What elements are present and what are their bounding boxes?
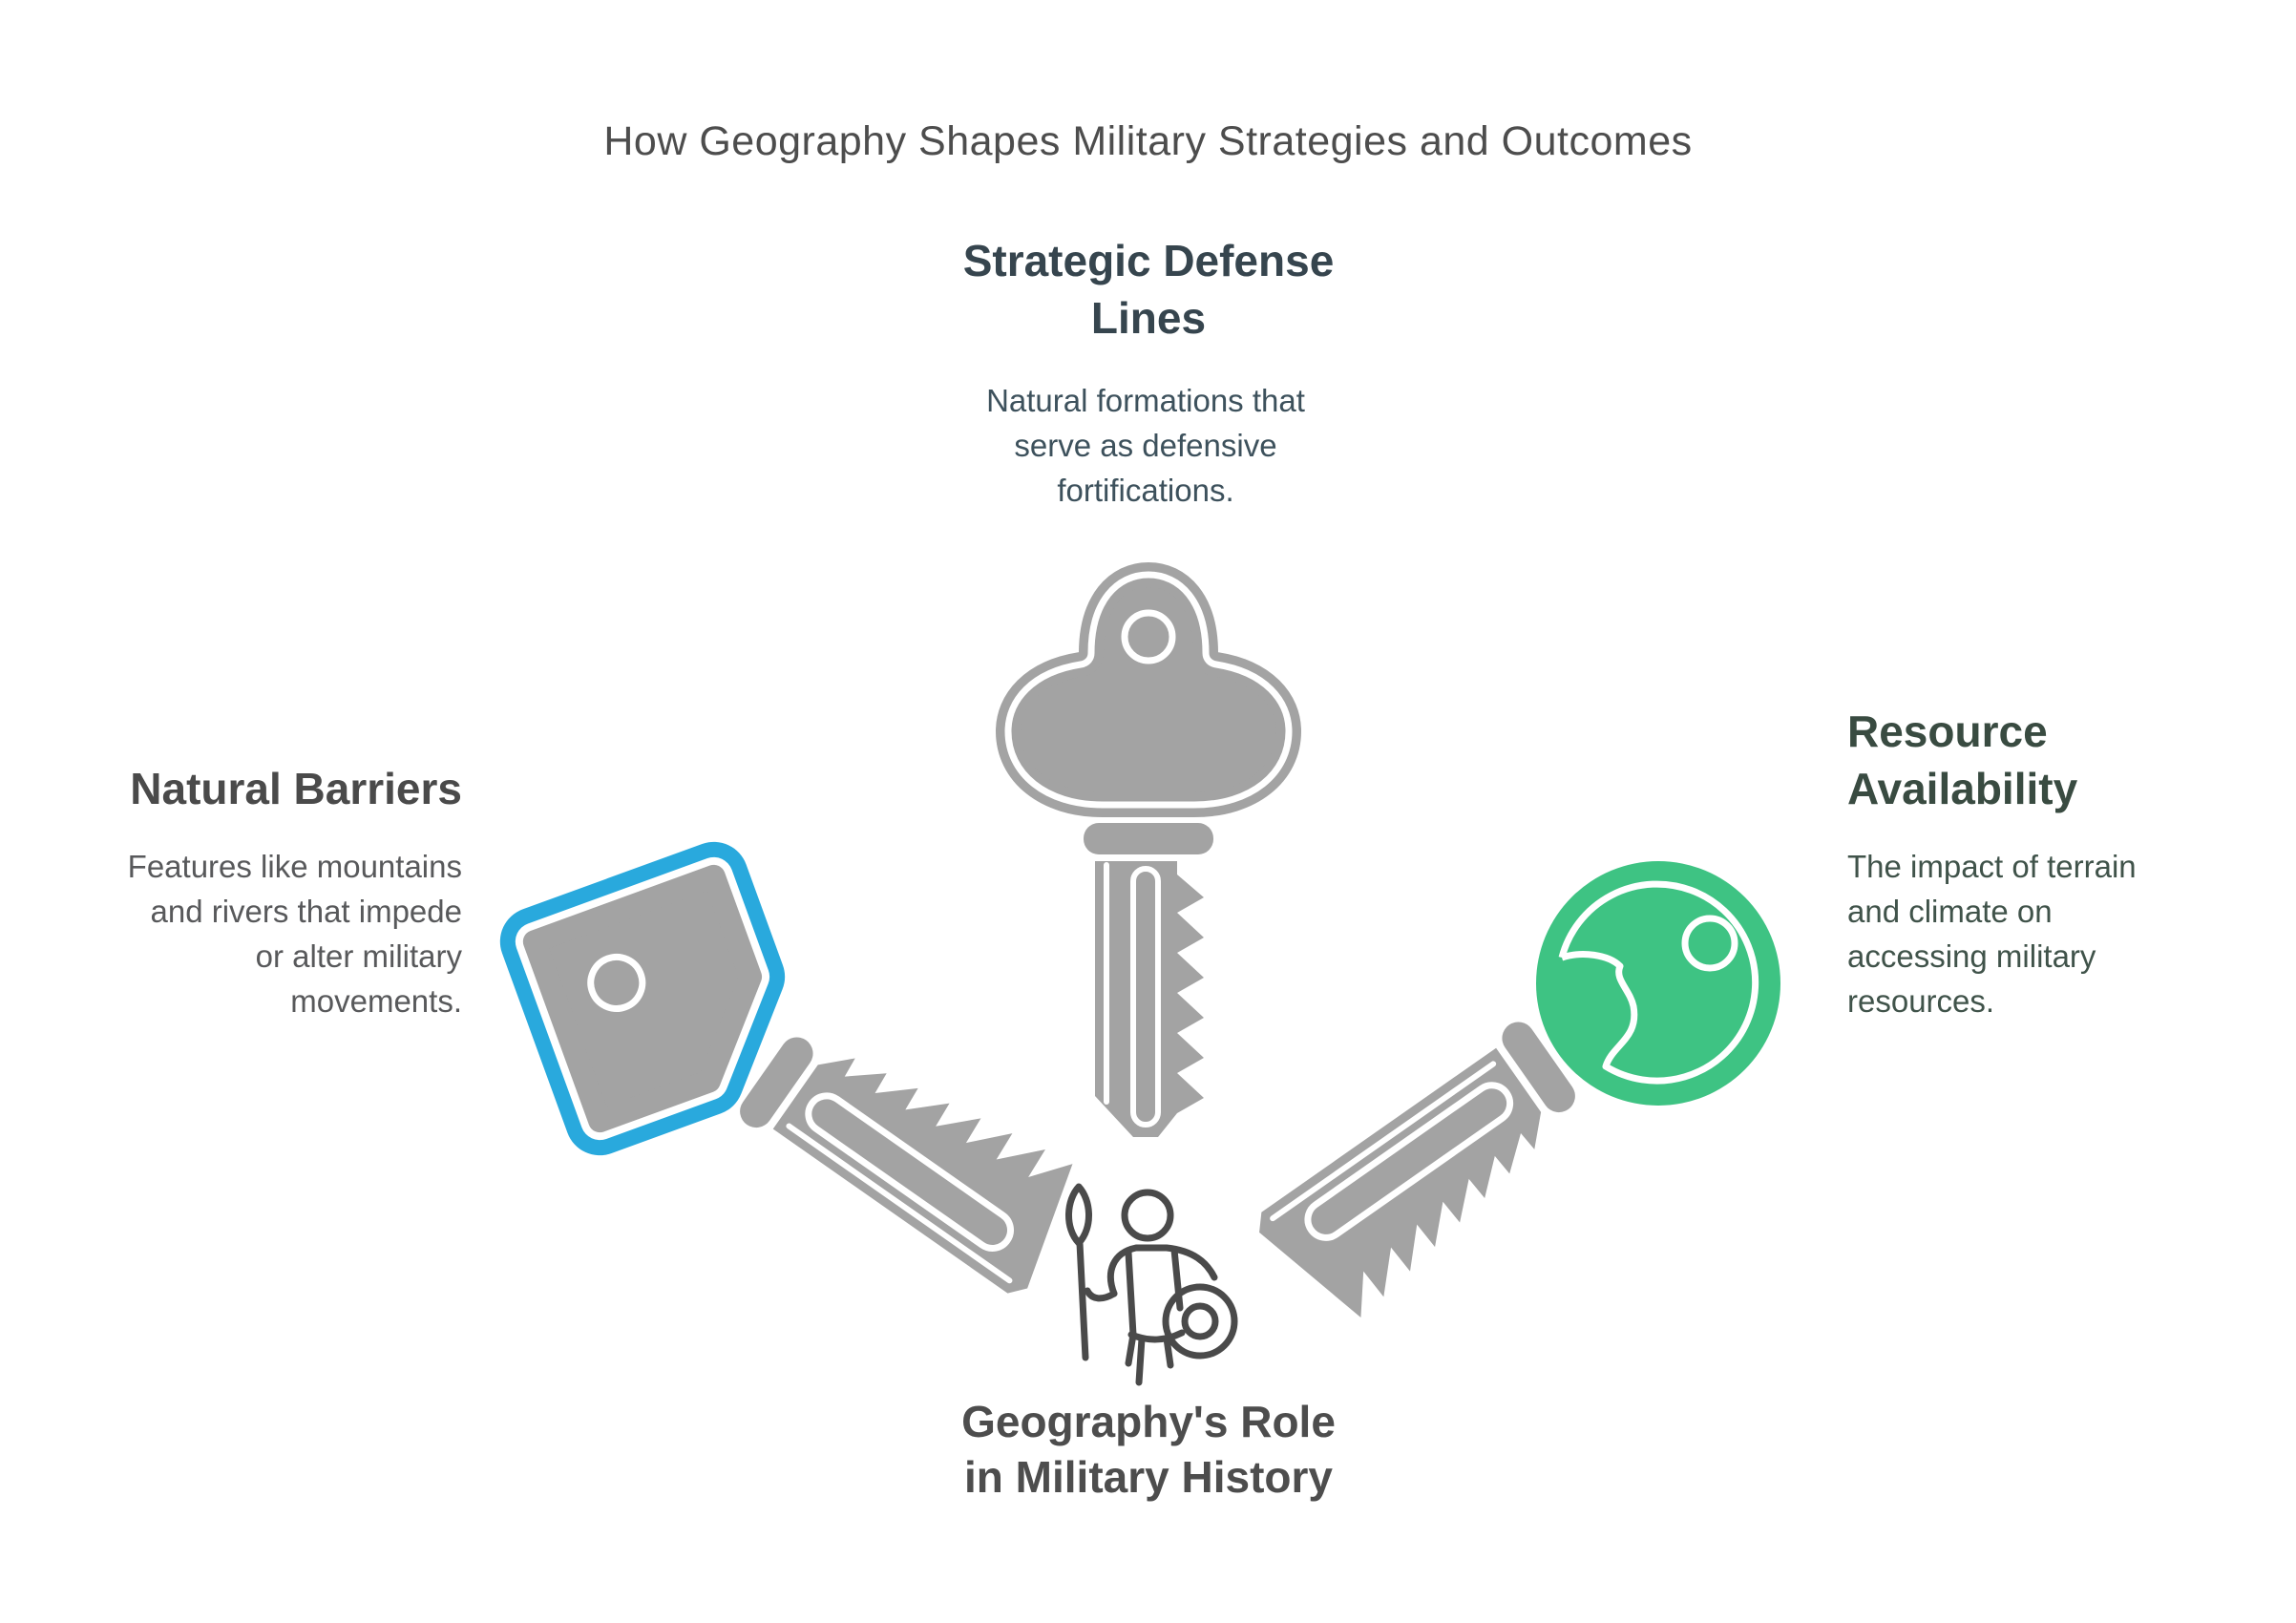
desc-line: and rivers that impede: [150, 894, 462, 929]
warrior-head: [1121, 1189, 1174, 1242]
warrior-icon: [1065, 1183, 1238, 1386]
warrior-leg-right: [1163, 1335, 1174, 1369]
heading-line: Availability: [1847, 764, 2078, 813]
desc-line: or alter military: [255, 938, 462, 974]
desc-line: and climate on: [1847, 894, 2053, 929]
shield-outer: [1162, 1283, 1238, 1360]
heading-line: Strategic Defense: [962, 236, 1335, 285]
desc-line: Natural formations that: [986, 383, 1305, 418]
desc-line: resources.: [1847, 983, 1995, 1019]
warrior-hip: [1125, 1331, 1137, 1367]
section-description-strategic-defense-lines: Natural formations that serve as defensi…: [859, 378, 1432, 513]
warrior-torso-left: [1125, 1249, 1137, 1338]
section-description-natural-barriers: Features like mountains and rivers that …: [57, 844, 462, 1023]
spear-shaft: [1076, 1239, 1089, 1361]
section-heading-strategic-defense-lines: Strategic Defense Lines: [862, 232, 1435, 347]
section-heading-natural-barriers: Natural Barriers: [57, 760, 462, 817]
desc-line: serve as defensive: [1014, 428, 1277, 463]
heading-line: Natural Barriers: [130, 764, 462, 813]
section-heading-resource-availability: Resource Availability: [1847, 703, 2286, 817]
desc-line: movements.: [290, 983, 462, 1019]
cloud-key-icon: [996, 562, 1301, 1137]
warrior-shoulders: [1107, 1244, 1218, 1297]
section-description-resource-availability: The impact of terrain and climate on acc…: [1847, 844, 2286, 1023]
desc-line: fortifications.: [1057, 473, 1234, 508]
heading-line: Lines: [1090, 293, 1207, 343]
desc-line: The impact of terrain: [1847, 849, 2137, 884]
keyhole: [1121, 609, 1176, 664]
page-title: How Geography Shapes Military Strategies…: [603, 118, 1693, 164]
shield-inner: [1181, 1302, 1219, 1340]
desc-line: accessing military: [1847, 938, 2096, 974]
spear-tip: [1065, 1183, 1092, 1247]
caption-line: Geography's Role: [961, 1397, 1336, 1446]
keyhole: [1681, 915, 1738, 972]
warrior-leg-left: [1135, 1335, 1146, 1386]
round-key-icon: [1259, 861, 1780, 1318]
heading-line: Resource: [1847, 706, 2048, 756]
square-key-icon: [499, 841, 1073, 1294]
keyhole: [587, 953, 646, 1012]
caption-line: in Military History: [964, 1452, 1333, 1502]
center-caption: Geography's Role in Military History: [814, 1394, 1483, 1505]
desc-line: Features like mountains: [127, 849, 462, 884]
